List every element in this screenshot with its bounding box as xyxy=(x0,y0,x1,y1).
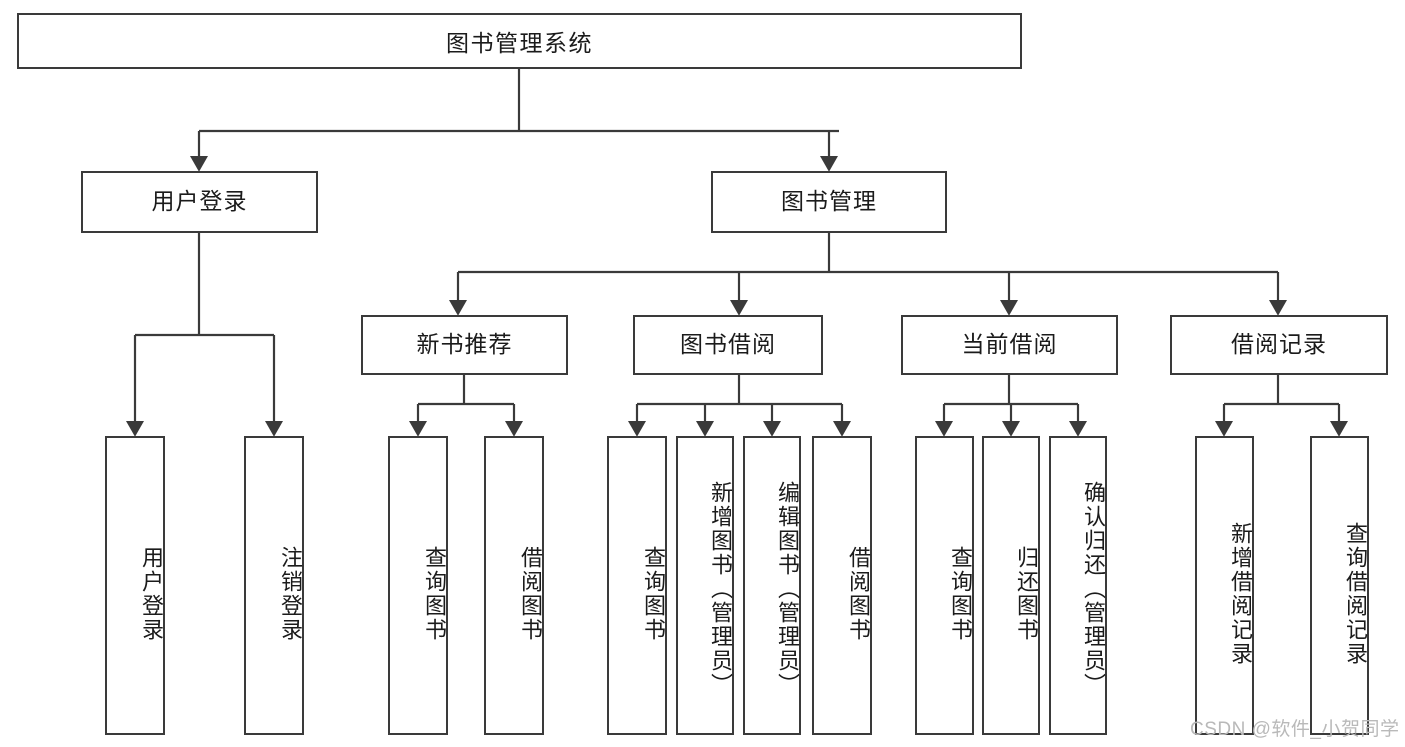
node-leaf-edit-book-label: 编辑图书（管理员） xyxy=(775,480,800,697)
node-book-borrow[interactable]: 图书借阅 xyxy=(633,315,823,375)
node-leaf-confirm-return-label: 确认归还（管理员） xyxy=(1081,480,1106,697)
node-leaf-query-book-rec-label: 查询图书 xyxy=(422,545,447,642)
node-leaf-user-login[interactable]: 用户登录 xyxy=(105,436,165,735)
node-borrow-record[interactable]: 借阅记录 xyxy=(1170,315,1388,375)
node-leaf-edit-book[interactable]: 编辑图书（管理员） xyxy=(743,436,801,735)
node-leaf-borrow-book[interactable]: 借阅图书 xyxy=(812,436,872,735)
node-leaf-query-book-label: 查询图书 xyxy=(641,545,666,642)
node-leaf-query-book[interactable]: 查询图书 xyxy=(607,436,667,735)
node-leaf-logout-label: 注销登录 xyxy=(278,545,303,642)
node-leaf-borrow-book-rec-label: 借阅图书 xyxy=(518,545,543,642)
node-borrow-record-label: 借阅记录 xyxy=(1231,331,1327,358)
node-leaf-confirm-return[interactable]: 确认归还（管理员） xyxy=(1049,436,1107,735)
node-root[interactable]: 图书管理系统 xyxy=(17,13,1022,69)
node-book-manage[interactable]: 图书管理 xyxy=(711,171,947,233)
node-leaf-query-book-cur-label: 查询图书 xyxy=(948,545,973,642)
node-book-borrow-label: 图书借阅 xyxy=(680,331,776,358)
node-leaf-borrow-book-rec[interactable]: 借阅图书 xyxy=(484,436,544,735)
node-leaf-return-book[interactable]: 归还图书 xyxy=(982,436,1040,735)
node-leaf-add-book[interactable]: 新增图书（管理员） xyxy=(676,436,734,735)
node-book-manage-label: 图书管理 xyxy=(781,188,877,215)
node-leaf-query-book-cur[interactable]: 查询图书 xyxy=(915,436,974,735)
node-leaf-user-login-label: 用户登录 xyxy=(139,545,164,642)
csdn-watermark: CSDN @软件_小贺同学 xyxy=(1190,719,1400,740)
node-leaf-query-book-rec[interactable]: 查询图书 xyxy=(388,436,448,735)
node-leaf-logout[interactable]: 注销登录 xyxy=(244,436,304,735)
node-leaf-query-record[interactable]: 查询借阅记录 xyxy=(1310,436,1369,735)
node-root-label: 图书管理系统 xyxy=(446,30,593,56)
node-new-book-recommend[interactable]: 新书推荐 xyxy=(361,315,568,375)
node-leaf-add-record-label: 新增借阅记录 xyxy=(1228,521,1253,666)
node-leaf-query-record-label: 查询借阅记录 xyxy=(1343,521,1368,666)
node-leaf-add-record[interactable]: 新增借阅记录 xyxy=(1195,436,1254,735)
node-user-login[interactable]: 用户登录 xyxy=(81,171,318,233)
node-user-login-label: 用户登录 xyxy=(151,188,248,215)
node-leaf-borrow-book-label: 借阅图书 xyxy=(846,545,871,642)
node-new-book-recommend-label: 新书推荐 xyxy=(416,331,513,358)
node-current-borrow[interactable]: 当前借阅 xyxy=(901,315,1118,375)
node-leaf-return-book-label: 归还图书 xyxy=(1014,545,1039,642)
node-leaf-add-book-label: 新增图书（管理员） xyxy=(708,480,733,697)
node-current-borrow-label: 当前借阅 xyxy=(961,331,1058,358)
